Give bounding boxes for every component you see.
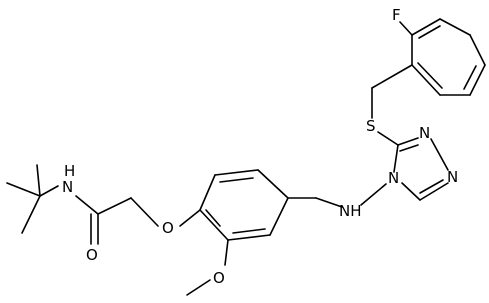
methoxy-oxygen-label: O [213,269,225,287]
triazole-n4-label: N [388,169,399,187]
c-f-bond [399,21,413,36]
ether-oxygen-label: O [162,219,174,237]
triazole-ring [393,137,449,201]
methoxy-ch3-bond [186,279,211,296]
methoxyphenyl-ring [199,169,289,241]
n-n-bond [360,183,387,206]
fluorine-atom-label: F [392,6,401,24]
s-c-bond [377,131,399,146]
nh-ch2-bond [315,197,343,208]
amine-nh-label: NH [339,202,362,220]
n-tbutyl-bond [39,185,59,197]
triazole-n-top-label: N [419,124,430,142]
o-ch2-bond [130,197,159,227]
aryl-methoxy-bond [224,239,229,266]
carbonyl-oxygen-label: O [86,246,98,264]
amide-n-label: N [62,178,73,196]
fluorophenyl-ring [411,18,486,96]
sulfur-atom-label: S [366,117,376,135]
co-n-bond [75,195,99,215]
triazole-n-right-label: N [447,168,458,186]
ch2-co-bond [97,197,132,215]
benzyl-ch2-bond [371,64,413,89]
amide-h-label: H [64,162,75,180]
tert-butyl-group [6,164,41,234]
aryl-o-bond [179,209,201,227]
